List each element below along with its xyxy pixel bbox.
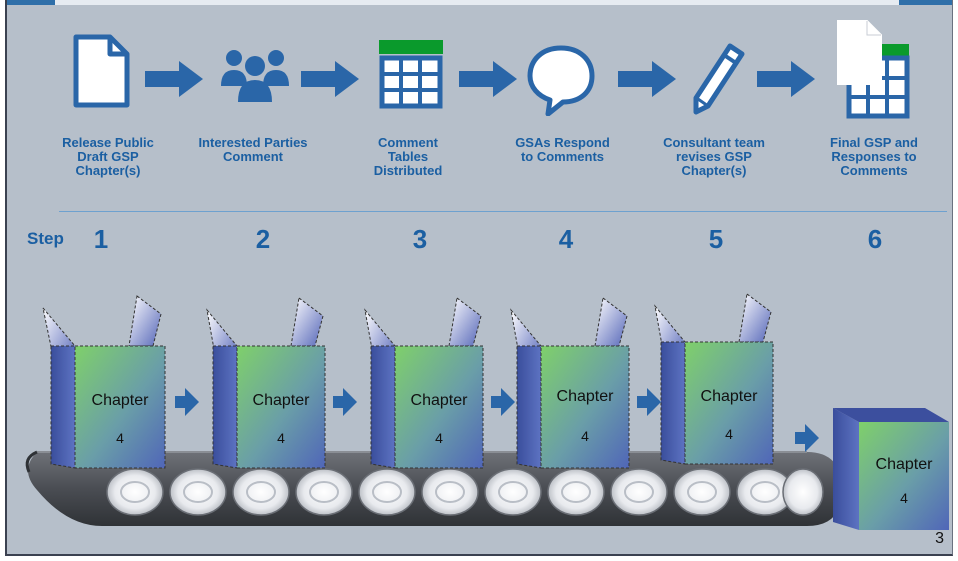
chapter-box-3 [364, 297, 484, 469]
arrow-right-icon [757, 61, 815, 97]
document-icon [73, 34, 130, 108]
arrow-right-icon [333, 388, 357, 416]
step-word: Step [27, 229, 64, 248]
box-1-title: Chapter [91, 392, 149, 409]
step-2-label: Interested Parties Comment [198, 135, 308, 164]
step-4-label: GSAs Respond to Comments [515, 135, 610, 164]
arrow-right-icon [145, 61, 203, 97]
arrow-right-icon [175, 388, 199, 416]
chapter-box-4 [510, 297, 630, 469]
arrow-right-icon [301, 61, 359, 97]
chapter-box-6 [833, 408, 949, 530]
step-number-6: 6 [867, 224, 883, 254]
top-bar-gap [821, 0, 899, 5]
box-6-title: Chapter [875, 456, 933, 473]
box-4-number: 4 [581, 428, 589, 444]
top-bar-gap [55, 0, 821, 5]
chapter-box-2 [206, 297, 326, 469]
step-6-label: Final GSP and Responses to Comments [830, 135, 918, 178]
box-5-title: Chapter [700, 388, 758, 405]
slide: Release Public Draft GSP Chapter(s) Inte… [5, 0, 953, 556]
arrow-right-icon [459, 61, 517, 97]
box-2-number: 4 [277, 430, 285, 446]
step-3-label: Comment Tables Distributed [373, 135, 443, 178]
arrow-right-icon [618, 61, 676, 97]
step-number-3: 3 [412, 224, 428, 254]
box-1-number: 4 [116, 430, 124, 446]
document-table-icon [837, 20, 910, 119]
step-5-label: Consultant team revises GSP Chapter(s) [663, 135, 765, 178]
speech-bubble-icon [527, 45, 595, 116]
box-4-title: Chapter [556, 388, 614, 405]
page-number: 3 [935, 530, 944, 547]
step-number-1: 1 [93, 224, 109, 254]
step-number-5: 5 [708, 224, 724, 254]
box-2-title: Chapter [252, 392, 310, 409]
step-1-label: Release Public Draft GSP Chapter(s) [62, 135, 154, 178]
arrow-right-icon [637, 388, 661, 416]
chapter-box-1 [42, 295, 166, 469]
divider-line [59, 211, 947, 212]
arrow-right-icon [491, 388, 515, 416]
box-5-number: 4 [725, 426, 733, 442]
pencil-icon [693, 43, 745, 115]
step-number-2: 2 [255, 224, 271, 254]
arrow-right-icon [795, 424, 819, 452]
conveyor-belt [25, 293, 949, 530]
box-3-title: Chapter [410, 392, 468, 409]
box-6-number: 4 [900, 490, 908, 506]
table-icon [379, 40, 443, 109]
box-3-number: 4 [435, 430, 443, 446]
people-icon [221, 50, 289, 102]
chapter-box-5 [654, 293, 774, 465]
step-number-4: 4 [558, 224, 574, 254]
